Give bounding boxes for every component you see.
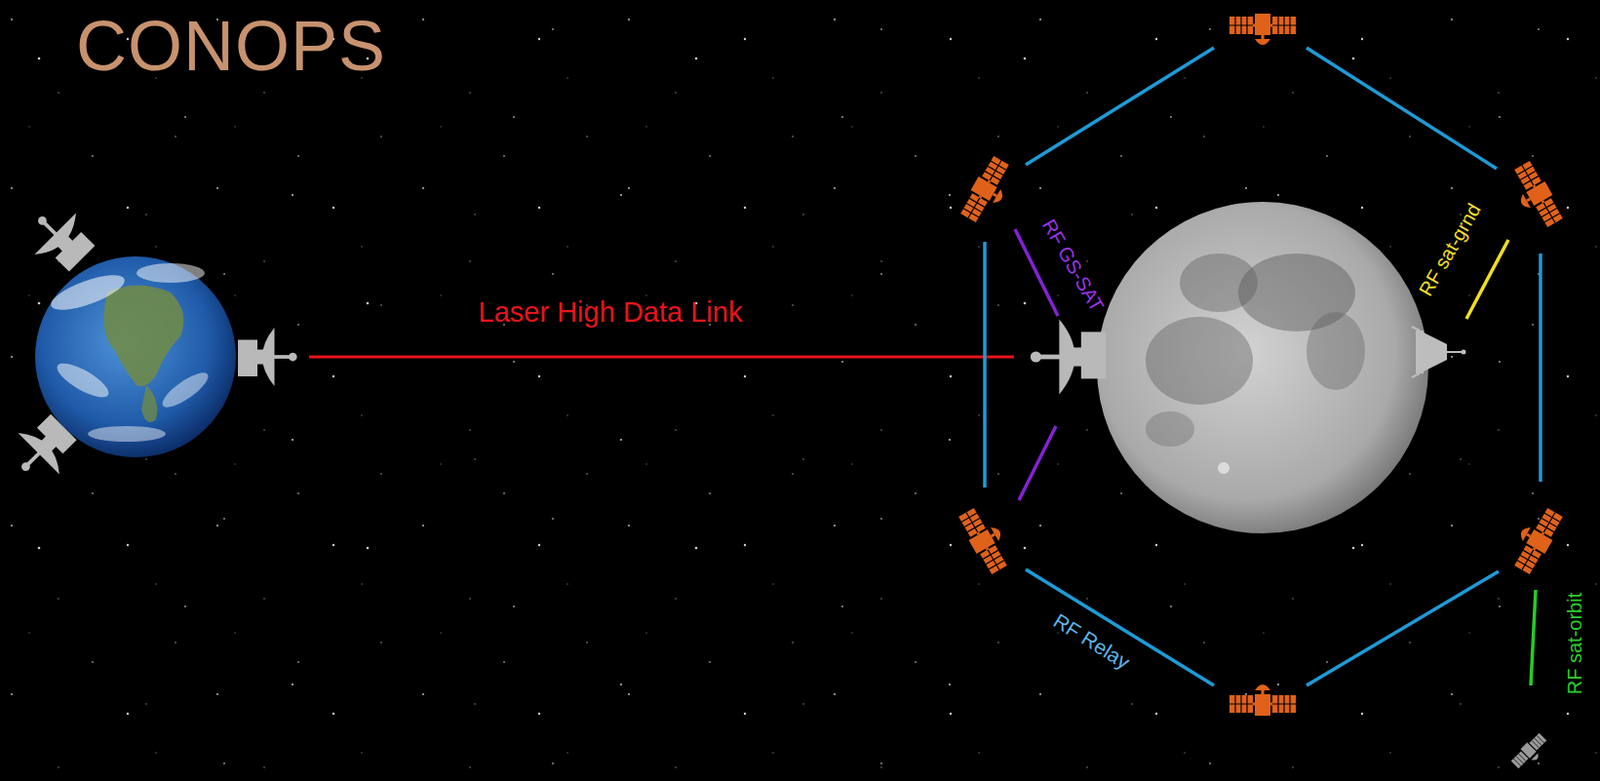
ground-antenna xyxy=(18,196,102,280)
moon xyxy=(1096,201,1429,534)
relay-satellite xyxy=(958,155,1019,229)
lunar-lander xyxy=(1411,326,1467,378)
link-label: Laser High Data Link xyxy=(478,297,743,329)
diagram-title: CONOPS xyxy=(76,7,387,85)
link-label: RF sat-orbit xyxy=(1563,592,1586,695)
earth xyxy=(35,256,236,458)
relay-satellite xyxy=(956,503,1017,577)
ground-antenna xyxy=(1,407,85,491)
relay-satellite xyxy=(1505,503,1566,577)
relay-links xyxy=(984,47,1541,686)
gs-sat-links xyxy=(1014,229,1058,501)
laser-link xyxy=(309,355,1015,359)
lunar-ground-station xyxy=(1030,319,1107,395)
orbiting-satellite xyxy=(1509,731,1551,773)
ground-antenna xyxy=(237,327,298,387)
sat-ground-link xyxy=(1466,239,1509,319)
relay-satellite xyxy=(1505,159,1566,234)
relay-satellite xyxy=(1229,13,1296,45)
relay-satellite xyxy=(1229,684,1296,716)
sat-orbit-link xyxy=(1530,589,1536,686)
